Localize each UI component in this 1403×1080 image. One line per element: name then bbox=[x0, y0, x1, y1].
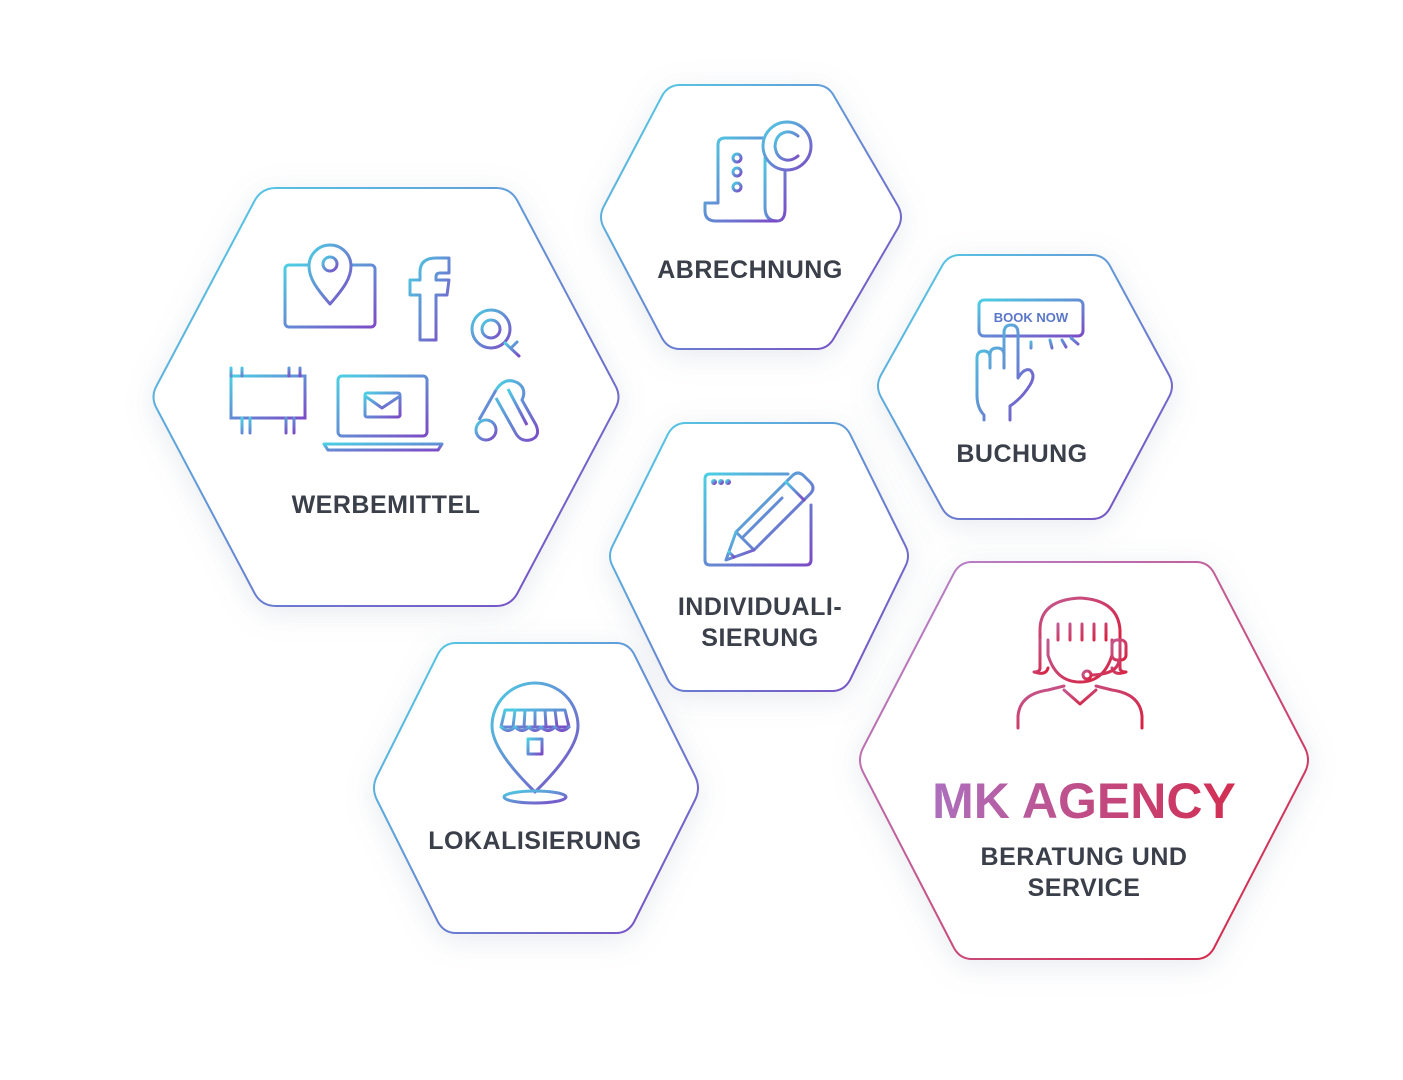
agency-subtitle-line1: BERATUNG UND bbox=[980, 843, 1188, 871]
invoice-euro-icon bbox=[703, 120, 813, 223]
hex-lokalisierung bbox=[373, 642, 699, 934]
search-icon bbox=[470, 308, 521, 358]
facebook-icon bbox=[408, 256, 451, 342]
abrechnung-label: ABRECHNUNG bbox=[657, 256, 843, 284]
billboard-icon bbox=[229, 366, 307, 435]
google-ads-icon bbox=[474, 379, 539, 442]
laptop-mail-icon bbox=[322, 374, 444, 452]
lokalisierung-label: LOKALISIERUNG bbox=[428, 827, 642, 855]
agency-brand: MK AGENCY bbox=[884, 772, 1284, 830]
agency-subtitle-line2: SERVICE bbox=[1027, 874, 1141, 903]
store-location-icon bbox=[490, 681, 580, 805]
individualisierung-label: INDIVIDUALI- SIERUNG bbox=[610, 592, 910, 655]
edit-pencil-icon bbox=[703, 471, 815, 567]
hex-buchung: BOOK NOW bbox=[877, 254, 1173, 520]
buchung-label: BUCHUNG bbox=[956, 440, 1088, 468]
hex-abrechnung bbox=[600, 84, 902, 350]
support-agent-icon bbox=[1016, 596, 1144, 730]
agency-subtitle: BERATUNG UND SERVICE bbox=[934, 842, 1234, 905]
book-now-hand-icon bbox=[975, 298, 1085, 422]
book-now-text: BOOK NOW bbox=[994, 310, 1069, 325]
individualisierung-line1: INDIVIDUALI- bbox=[677, 593, 843, 621]
monitor-location-icon bbox=[283, 243, 377, 341]
hex-werbemittel bbox=[152, 187, 620, 607]
hex-agency bbox=[859, 561, 1309, 960]
werbemittel-label: WERBEMITTEL bbox=[291, 491, 481, 519]
hex-individualisierung bbox=[609, 422, 909, 692]
individualisierung-line2: SIERUNG bbox=[701, 624, 819, 653]
